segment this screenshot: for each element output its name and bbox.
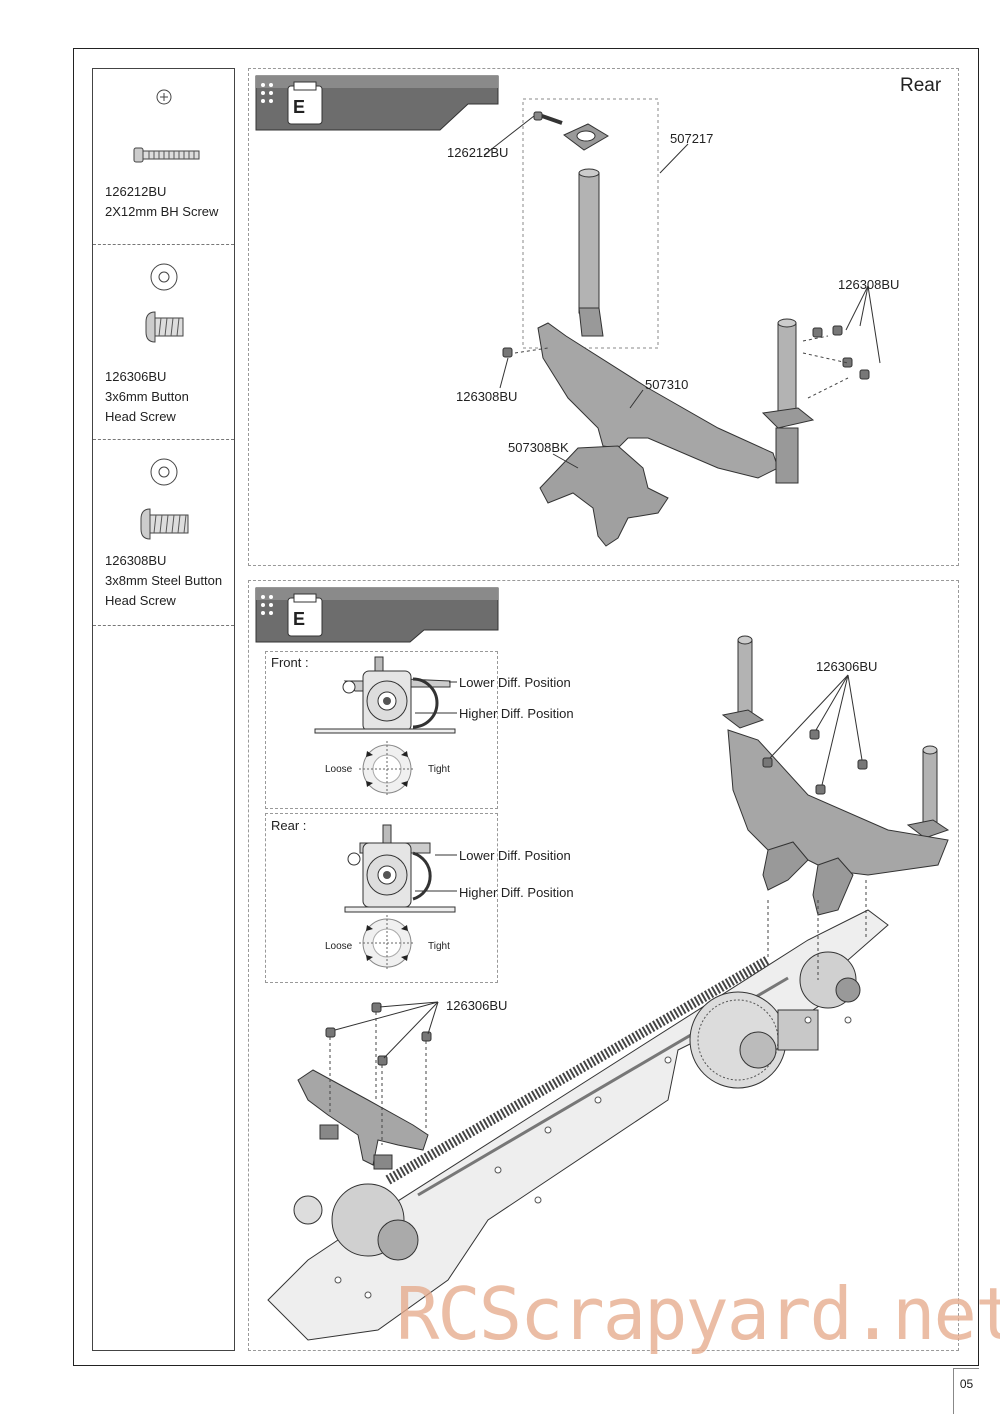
front-inset-title: Front :	[271, 655, 309, 670]
label-507308bk: 507308BK	[508, 440, 569, 455]
rear-diff-diagram	[344, 824, 457, 971]
label-126308bu-left: 126308BU	[456, 389, 518, 404]
part-code: 126212BU	[105, 184, 167, 199]
part-126308bu-icon	[140, 458, 189, 540]
front-loose-label: Loose	[325, 764, 353, 775]
part-desc: Head Screw	[105, 593, 176, 608]
part-desc: 3x8mm Steel Button	[105, 573, 223, 588]
rear-higher-diff-label: Higher Diff. Position	[459, 885, 574, 900]
parts-list: 126212BU 2X12mm BH Screw 126306BU 3x6mm …	[92, 68, 235, 1351]
part-desc: Head Screw	[105, 409, 176, 424]
label-507217: 507217	[670, 131, 714, 146]
step-1-diagram	[483, 98, 881, 547]
label-126306bu-left: 126306BU	[446, 998, 508, 1013]
part-code: 126308BU	[105, 553, 167, 568]
label-126308bu-right: 126308BU	[838, 277, 900, 292]
page-number: 05	[953, 1368, 979, 1414]
front-higher-diff-label: Higher Diff. Position	[459, 706, 574, 721]
front-lower-diff-label: Lower Diff. Position	[459, 675, 571, 690]
rear-inset-title: Rear :	[271, 818, 307, 833]
step-1-title: Rear	[900, 75, 942, 96]
step-2-header-icon	[255, 587, 499, 643]
front-diff-inset	[265, 651, 498, 809]
front-tight-label: Tight	[428, 764, 450, 775]
label-507310: 507310	[645, 377, 689, 392]
page-frame	[73, 48, 979, 1366]
rear-diff-inset	[265, 813, 498, 983]
front-diff-diagram	[314, 656, 457, 797]
label-126212bu: 126212BU	[447, 145, 509, 160]
part-desc: 3x6mm Button	[105, 389, 189, 404]
step-1-badge-letter: E	[293, 97, 306, 117]
step-2-chassis-diagram	[267, 635, 950, 1341]
step-2-panel	[248, 580, 959, 1351]
part-126212bu-icon	[133, 89, 200, 163]
label-126306bu-right: 126306BU	[816, 659, 878, 674]
step-1-panel	[248, 68, 959, 566]
step-2-badge-letter: E	[293, 609, 306, 629]
part-item-126306bu: 126306BU 3x6mm Button Head Screw	[93, 244, 234, 440]
part-code: 126306BU	[105, 369, 167, 384]
part-126306bu-icon	[145, 263, 184, 343]
rear-lower-diff-label: Lower Diff. Position	[459, 848, 571, 863]
part-desc: 2X12mm BH Screw	[105, 204, 219, 219]
part-item-126212bu: 126212BU 2X12mm BH Screw	[93, 69, 234, 245]
rear-tight-label: Tight	[428, 941, 450, 952]
part-item-126308bu: 126308BU 3x8mm Steel Button Head Screw	[93, 439, 234, 626]
rear-loose-label: Loose	[325, 941, 353, 952]
step-1-header-icon	[255, 75, 499, 131]
watermark: RCScrapyard.net	[396, 1272, 1000, 1356]
